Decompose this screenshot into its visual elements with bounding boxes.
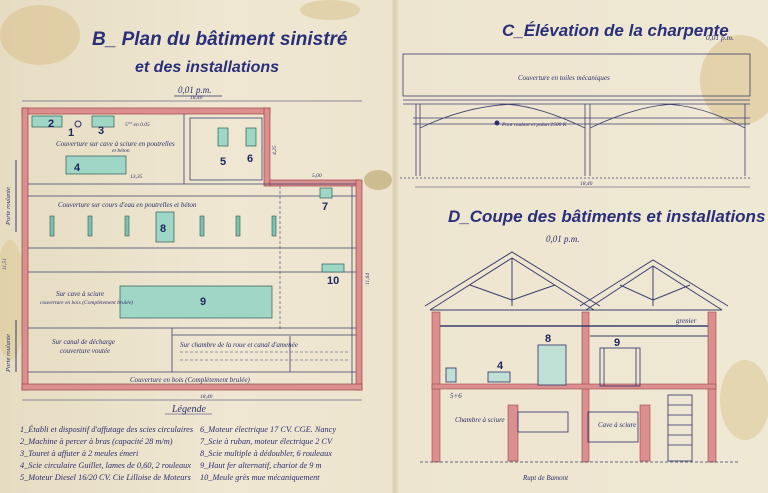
section-machine-9 [599,347,641,387]
machine-6-motor [245,127,257,147]
plan-num-10: 10 [327,275,339,287]
plan-num-4: 4 [74,162,81,174]
plan-label-sawdust-cave: Sur cave à sciure [56,290,104,298]
elevation-roof-label: Couverture en toiles mécaniques [518,74,610,82]
pillars [49,215,277,237]
floor-plan: 1 2 3 4 5 6 7 8 9 10 Couverture sur cave… [2,94,371,415]
section-title: D_Coupe des bâtiments et installations [448,207,765,226]
section-drawing: 8 9 4 5+6 grenier Chambre à sciure Cave … [420,251,740,482]
section-label-grenier: grenier [676,317,697,325]
legend-item-5: 5_Moteur Diesel 16/20 CV. Cie Lilloise d… [20,473,191,482]
plan-num-7: 7 [322,201,328,213]
machine-3-grinder [91,115,115,128]
plan-door-top: Porte roulante [5,187,12,226]
plan-label-beton: et béton [112,148,130,154]
plan-num-1: 1 [68,127,74,139]
machine-7-bandsaw [319,187,333,199]
legend-list: 1_Établi et dispositif d'affutage des sc… [19,424,336,482]
elevation-crane-label: Pont roulant et palan 2500 K [501,122,567,128]
dim-1151: 11,51 [2,258,8,270]
dim-500: 5,00 [312,173,322,179]
plan-label-water-cover: Couverture sur cours d'eau en poutrelles… [58,201,197,209]
dim-1840-top: 18,40 [190,94,203,101]
plan-num-5: 5 [220,156,226,168]
section-pit [517,411,569,433]
paper-stains [0,0,768,440]
dim-425: 4,25 [271,145,278,155]
dim-500b: 5°° en 0.05 [125,121,150,128]
section-num-8: 8 [545,333,551,345]
legend-item-8: 8_Scie multiple à dédoubler, 6 rouleaux [200,449,332,458]
plan-num-2: 2 [48,118,54,130]
machine-9-frame-saw [119,285,273,319]
legend-header: Légende [171,404,206,415]
plan-door-bottom: Porte roulante [5,334,12,373]
crane-hook-icon [494,120,500,126]
plan-label-discharge: Sur canal de décharge [52,338,115,346]
section-scale: 0,01 p.m. [546,234,580,244]
section-machine-4 [487,371,511,383]
legend-item-10: 10_Meule grès mue mécaniquement [200,473,320,482]
dim-1164: 11,64 [364,273,371,285]
legend-item-1: 1_Établi et dispositif d'affutage des sc… [20,424,193,434]
section-label-rupt: Rupt de Bamont [522,474,569,482]
plan-label-wheel-chamber: Sur chambre de la roue et canal d'amenée [180,341,298,349]
elevation-title: C_Élévation de la charpente [502,21,729,40]
water-wheel [667,394,693,462]
legend-item-9: 9_Haut fer alternatif, chariot de 9 m [200,461,321,470]
dim-1840-bottom: 18,40 [200,393,213,400]
legend-item-2: 2_Machine à percer à bras (capacité 28 m… [20,437,173,446]
plan-label-cave-cover: Couverture sur cave à sciure en poutrell… [56,140,175,148]
legend-item-4: 4_Scie circulaire Guillet, lames de 0,60… [20,461,191,470]
machine-4-circular-saw [65,155,127,175]
section-label-56: 5+6 [450,392,462,400]
plan-label-vaulted: couverture voutée [60,347,110,355]
frame-elevation [400,53,752,188]
machine-8-multiple-saw [155,211,175,243]
plan-scale: 0,01 p.m. [178,85,212,95]
section-label-cave: Cave à sciure [598,421,636,429]
plan-label-wood-cover-bottom: Couverture en bois (Complètement brulée) [130,376,251,384]
section-machine-8 [537,344,567,386]
elevation-scale: 0,01 p.m. [706,33,734,42]
section-label-chamber: Chambre à sciure [455,416,505,424]
plan-title-line2: et des installations [135,59,279,76]
plan-num-6: 6 [247,153,253,165]
plan-num-9: 9 [200,296,206,308]
section-cave [587,411,639,443]
section-num-4: 4 [497,360,504,372]
machine-2-drill [74,120,82,128]
machine-10-grindstone [321,263,345,273]
legend-item-6: 6_Moteur électrique 17 CV. CGE. Nancy [200,425,336,434]
plan-num-3: 3 [98,125,104,137]
section-machine-5-6 [445,367,457,383]
legend-item-3: 3_Touret à affuter à 2 meules émeri [19,449,139,458]
machine-5-diesel [217,127,229,147]
legend-item-7: 7_Scie à ruban, moteur électrique 2 CV [200,437,333,446]
dim-1335: 13,35 [130,174,143,180]
plan-label-wood-cover: couverture en bois (Complètement brulée) [40,299,133,306]
machine-1-workbench [31,115,63,128]
plan-num-8: 8 [160,223,166,235]
section-num-9: 9 [614,337,620,349]
elevation-dim: 18,40 [580,180,593,187]
plan-title-line1: B_ Plan du bâtiment sinistré [92,29,348,50]
